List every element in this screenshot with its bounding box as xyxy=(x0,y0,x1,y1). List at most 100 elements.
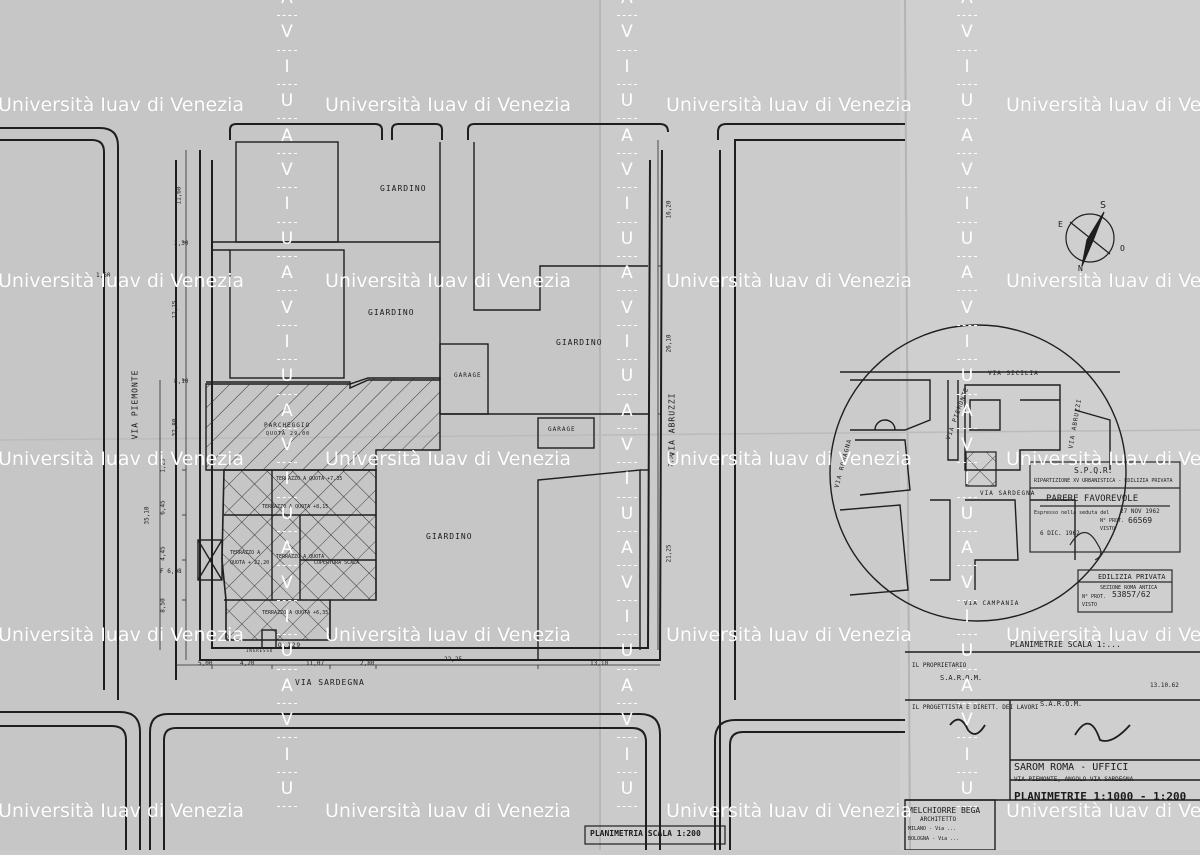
dim-label: F 6,08 xyxy=(160,568,182,575)
watermark-dash xyxy=(947,489,987,506)
watermark-text: Università Iuav di Venezia xyxy=(666,94,913,116)
watermark-text: Università Iuav di Venezia xyxy=(666,448,913,470)
watermark-dash xyxy=(947,179,987,196)
watermark-dash xyxy=(267,420,307,437)
watermark-dash xyxy=(607,214,647,231)
watermark-letter: V xyxy=(961,435,973,456)
watermark-letter: U xyxy=(620,366,634,387)
stamp2-edilizia: EDILIZIA PRIVATA xyxy=(1098,573,1166,581)
watermark-letter: U xyxy=(280,366,294,387)
watermark-letter: A xyxy=(621,263,633,284)
project-location: VIA PIEMONTE, ANGOLO VIA SARDEGNA xyxy=(1014,776,1134,783)
watermark-letter: A xyxy=(961,675,973,696)
stamp-espresso: Espresso nella seduta del xyxy=(1034,510,1110,516)
watermark-letter: U xyxy=(280,641,294,662)
label-giardino-top: GIARDINO xyxy=(380,184,427,193)
dim-label: 1,60 xyxy=(96,272,111,279)
label-copertura: COPERTURA SCALA xyxy=(314,560,360,566)
watermark-letter: V xyxy=(961,159,973,180)
dim-label: 12,15 xyxy=(171,300,179,319)
title-planimetrie-top: PLANIMETRIE SCALA 1:... xyxy=(1010,640,1121,649)
watermark-dash xyxy=(947,695,987,712)
inset-via-campania: VIA CAMPANIA xyxy=(964,600,1020,607)
dim-label: 11,07 xyxy=(306,660,325,667)
watermark-dash xyxy=(267,351,307,368)
watermark-letter: U xyxy=(960,778,974,799)
watermark-dash xyxy=(607,626,647,643)
watermark-text: Università Iuav di Venezia xyxy=(1006,94,1200,116)
watermark-letter: I xyxy=(284,331,290,352)
watermark-letter: V xyxy=(961,22,973,43)
watermark-text: Università Iuav di Venezia xyxy=(666,270,913,292)
watermark-dash xyxy=(607,661,647,678)
watermark-dash xyxy=(267,214,307,231)
watermark-text: Università Iuav di Venezia xyxy=(666,800,913,822)
watermark-dash xyxy=(607,798,647,815)
watermark-dash xyxy=(947,626,987,643)
stamp2-sezione: SEZIONE ROMA ANTICA xyxy=(1100,585,1158,591)
watermark-letter: V xyxy=(281,435,293,456)
dim-label: 13,10 xyxy=(590,660,609,667)
watermark-letter: A xyxy=(281,400,293,421)
watermark-letter: I xyxy=(964,56,970,77)
dim-label: 16,20 xyxy=(665,200,673,219)
watermark-letter: I xyxy=(964,331,970,352)
label-garage-2: GARAGE xyxy=(548,426,576,433)
watermark-dash xyxy=(947,351,987,368)
watermark-vertical: AVIUAVIUAVIUAVIUAVIUAVIU xyxy=(607,0,647,815)
watermark-text: Università Iuav di Venezia xyxy=(325,624,572,646)
watermark-dash xyxy=(607,110,647,127)
watermark-text: Università Iuav di Venezia xyxy=(325,270,572,292)
watermark-dash xyxy=(947,7,987,24)
label-terrazzo-2: TERRAZZO A QUOTA +8,15 xyxy=(262,504,329,510)
bottom-title: PLANIMETRIA SCALA 1:200 xyxy=(590,829,701,838)
watermark-text: Università Iuav di Venezia xyxy=(325,94,572,116)
watermark-dash xyxy=(267,523,307,540)
compass-o: O xyxy=(1120,244,1126,253)
watermark-dash xyxy=(947,282,987,299)
watermark-letter: A xyxy=(621,538,633,559)
watermark-text: Università Iuav di Venezia xyxy=(325,800,572,822)
watermark-dash xyxy=(947,386,987,403)
watermark-letter: I xyxy=(624,331,630,352)
watermark-letter: I xyxy=(624,56,630,77)
label-terrazzo-1: TERRAZZO A QUOTA +7,35 xyxy=(276,476,343,482)
watermark-dash xyxy=(607,695,647,712)
compass-n: N xyxy=(1078,264,1084,273)
watermark-letter: U xyxy=(280,503,294,524)
watermark-dash xyxy=(947,729,987,746)
watermark-letter: I xyxy=(284,56,290,77)
watermark-dash xyxy=(947,557,987,574)
watermark-dash xyxy=(947,661,987,678)
watermark-letter: U xyxy=(620,778,634,799)
label-quota-129: Q.129 xyxy=(278,642,302,649)
watermark-vertical: AVIUAVIUAVIUAVIUAVIUAVIU xyxy=(267,0,307,815)
watermark-letter: V xyxy=(281,572,293,593)
stamp-date: 27 NOV 1962 xyxy=(1120,508,1160,515)
watermark-letter: A xyxy=(961,400,973,421)
watermark-letter: V xyxy=(961,297,973,318)
dim-label: 2,30 xyxy=(174,240,189,247)
dim-label: 6,45 xyxy=(159,500,167,515)
project-name: SAROM ROMA - UFFICI xyxy=(1014,762,1129,773)
watermark-letter: A xyxy=(281,263,293,284)
watermark-letter: V xyxy=(281,710,293,731)
watermark-dash xyxy=(947,764,987,781)
watermark-dash xyxy=(947,523,987,540)
watermark-dash xyxy=(267,557,307,574)
watermark-letter: V xyxy=(621,435,633,456)
stamp-prot: N° PROT. xyxy=(1100,518,1125,524)
watermark-text: Università Iuav di Venezia xyxy=(0,94,245,116)
watermark-text: Università Iuav di Venezia xyxy=(0,270,245,292)
watermark-letter: U xyxy=(280,228,294,249)
watermark-letter: I xyxy=(284,607,290,628)
watermark-dash xyxy=(267,76,307,93)
watermark-letter: U xyxy=(280,778,294,799)
watermark-letter: V xyxy=(621,297,633,318)
watermark-letter: A xyxy=(621,400,633,421)
stamp-visto: VISTO xyxy=(1100,526,1116,532)
watermark-dash xyxy=(267,764,307,781)
watermark-dash xyxy=(607,351,647,368)
watermark-dash xyxy=(267,282,307,299)
